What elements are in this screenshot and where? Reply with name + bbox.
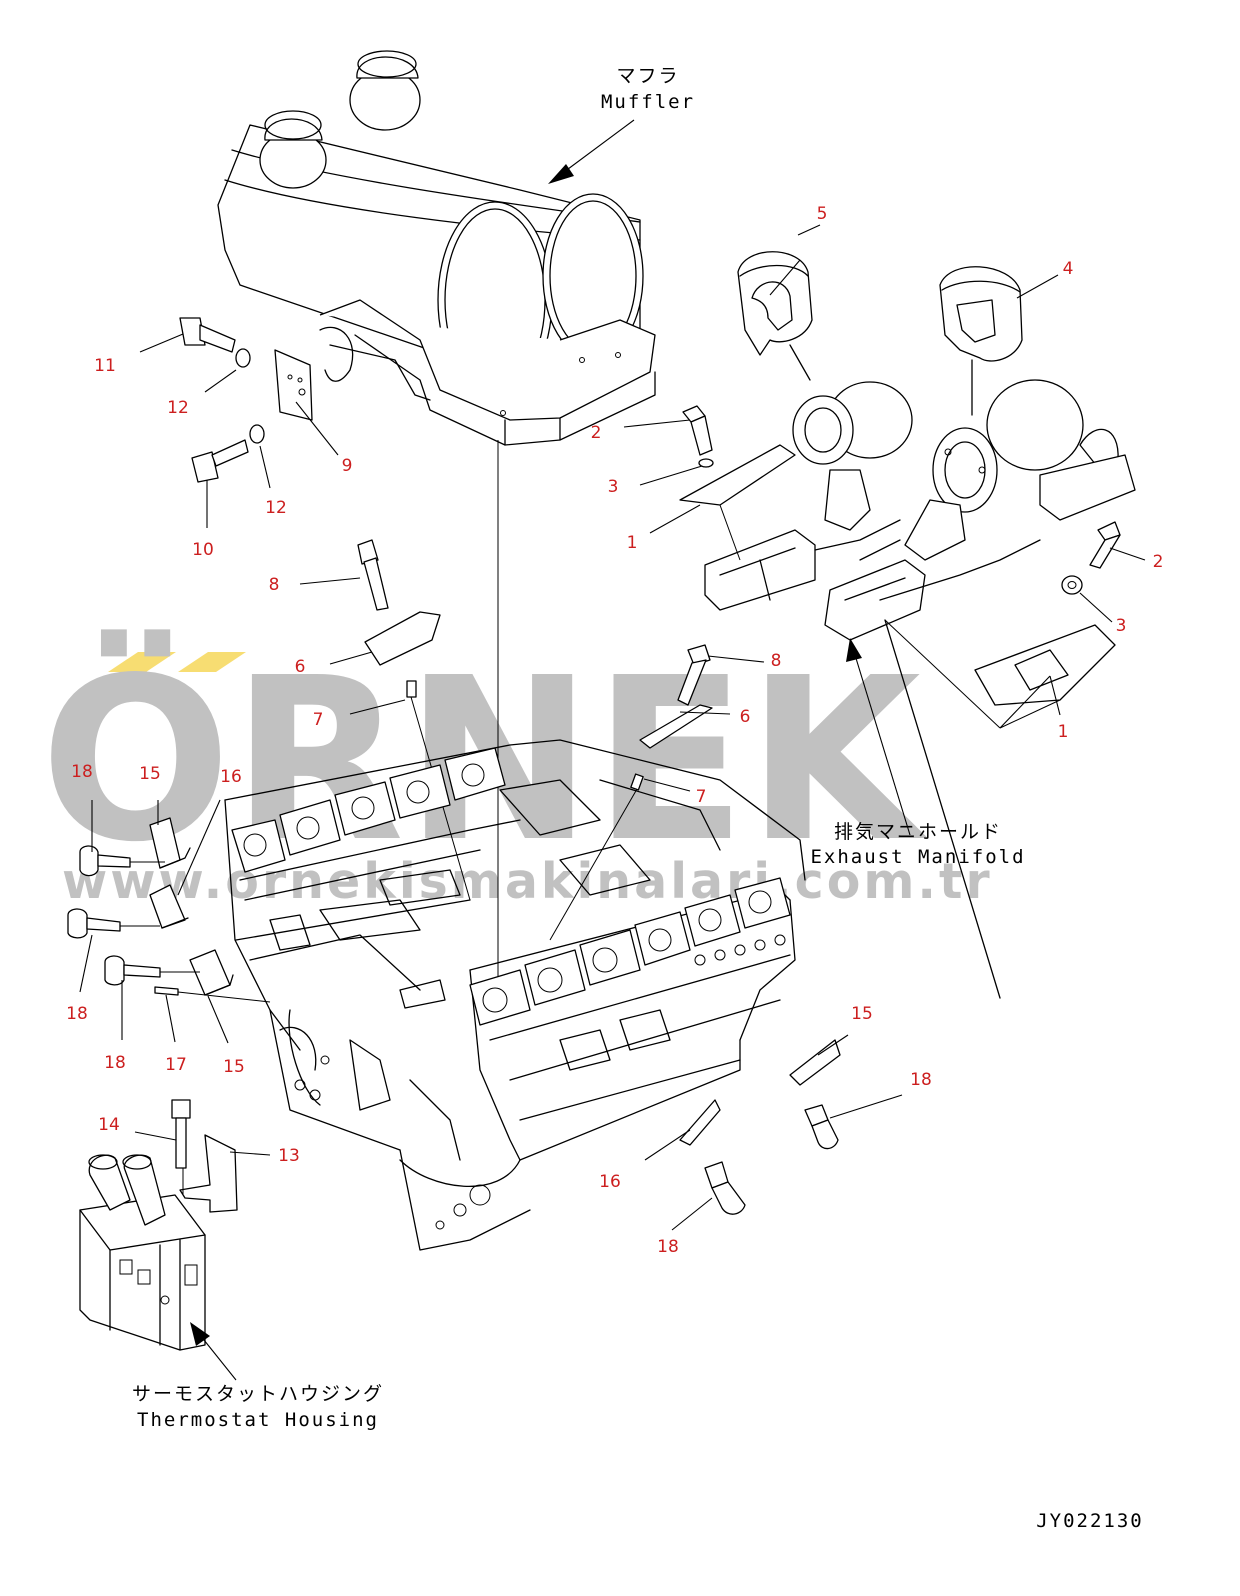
bolt-11 bbox=[179, 317, 236, 353]
callout-18: 18 bbox=[66, 1004, 88, 1024]
bolt-2-right bbox=[1061, 521, 1121, 595]
callout-8: 8 bbox=[269, 575, 280, 595]
bolt-8-right bbox=[677, 644, 711, 706]
callout-12: 12 bbox=[167, 398, 189, 418]
bolt-18-b bbox=[67, 908, 160, 939]
callout-18: 18 bbox=[910, 1070, 932, 1090]
watermark-accent-right bbox=[178, 652, 246, 672]
callout-4: 4 bbox=[1063, 259, 1074, 279]
callout-8: 8 bbox=[771, 651, 782, 671]
callout-1: 1 bbox=[1058, 722, 1069, 742]
callout-12: 12 bbox=[265, 498, 287, 518]
bolt-8-left bbox=[357, 539, 389, 611]
caption-arrows bbox=[190, 119, 911, 1381]
callout-16: 16 bbox=[599, 1172, 621, 1192]
thermostat-housing-caption-en: Thermostat Housing bbox=[137, 1409, 379, 1431]
callout-15: 15 bbox=[139, 764, 161, 784]
cylinder-heads-right-bank bbox=[469, 779, 791, 1121]
thermostat-housing-caption-jp: サーモスタットハウジング bbox=[132, 1383, 384, 1405]
muffler bbox=[217, 50, 656, 446]
callout-10: 10 bbox=[192, 540, 214, 560]
callout-1: 1 bbox=[627, 533, 638, 553]
exhaust-gasket-left bbox=[679, 444, 796, 561]
callout-16: 16 bbox=[220, 767, 242, 787]
bolt-2-left bbox=[682, 405, 714, 468]
callout-2: 2 bbox=[591, 423, 602, 443]
stud-7-right bbox=[630, 773, 644, 791]
turbocharger-right bbox=[824, 359, 1136, 999]
exhaust-gasket-right bbox=[884, 619, 1116, 729]
drawing-code: JY022130 bbox=[1036, 1510, 1144, 1532]
bracket-15-right bbox=[789, 1039, 841, 1086]
callout-5: 5 bbox=[817, 204, 828, 224]
muffler-bracket-9 bbox=[274, 349, 313, 421]
bracket-13 bbox=[179, 1134, 238, 1213]
callout-13: 13 bbox=[278, 1146, 300, 1166]
muffler-caption-en: Muffler bbox=[601, 91, 695, 113]
turbo-cover-4 bbox=[939, 266, 1023, 362]
callout-7: 7 bbox=[313, 710, 324, 730]
bracket-16-right bbox=[679, 1099, 721, 1146]
exhaust-manifold-caption-en: Exhaust Manifold bbox=[810, 846, 1025, 868]
callout-9: 9 bbox=[342, 456, 353, 476]
callout-11: 11 bbox=[94, 356, 116, 376]
heat-shield-6-left bbox=[364, 611, 441, 666]
watermark-accent-left bbox=[108, 652, 176, 672]
stud-17 bbox=[154, 986, 271, 1003]
cylinder-heads-left-bank bbox=[231, 747, 521, 1009]
callout-6: 6 bbox=[295, 657, 306, 677]
callout-15: 15 bbox=[851, 1004, 873, 1024]
bracket-16-left bbox=[149, 884, 189, 929]
bracket-15-upper bbox=[149, 817, 191, 869]
bolt-14 bbox=[171, 1099, 191, 1169]
callout-18: 18 bbox=[104, 1053, 126, 1073]
callout-14: 14 bbox=[98, 1115, 120, 1135]
bolt-18-a bbox=[79, 845, 165, 877]
callout-3: 3 bbox=[1116, 616, 1127, 636]
turbocharger-left bbox=[704, 344, 913, 611]
exhaust-manifold-caption-jp: 排気マニホールド bbox=[834, 821, 1002, 843]
watermark-url: www.ornekismakinalari.com.tr bbox=[62, 853, 993, 910]
callout-15: 15 bbox=[223, 1057, 245, 1077]
callout-18: 18 bbox=[71, 762, 93, 782]
callout-3: 3 bbox=[608, 477, 619, 497]
heat-shield-6-right bbox=[639, 704, 713, 749]
turbo-cover-5 bbox=[737, 251, 813, 356]
bolt-18-c bbox=[104, 955, 200, 986]
washer-12-lower bbox=[249, 424, 265, 444]
bolt-10 bbox=[191, 439, 249, 483]
callout-18: 18 bbox=[657, 1237, 679, 1257]
washer-12-upper bbox=[235, 348, 251, 368]
thermostat-housing bbox=[79, 1154, 206, 1351]
callout-2: 2 bbox=[1153, 552, 1164, 572]
bracket-15-lower bbox=[189, 949, 234, 996]
bolt-18-e bbox=[704, 1161, 746, 1215]
bolt-18-d bbox=[804, 1104, 839, 1150]
leader-lines bbox=[79, 224, 1146, 1231]
callout-6: 6 bbox=[740, 707, 751, 727]
engine-block bbox=[224, 739, 806, 1251]
callout-numbers: 5 4 11 12 9 12 10 2 3 1 2 3 1 8 6 7 8 6 … bbox=[66, 204, 1163, 1257]
callout-7: 7 bbox=[696, 787, 707, 807]
stud-7-left bbox=[406, 680, 417, 698]
captions: マフラ Muffler 排気マニホールド Exhaust Manifold サー… bbox=[132, 65, 1144, 1532]
muffler-caption-jp: マフラ bbox=[616, 65, 679, 87]
callout-17: 17 bbox=[165, 1055, 187, 1075]
